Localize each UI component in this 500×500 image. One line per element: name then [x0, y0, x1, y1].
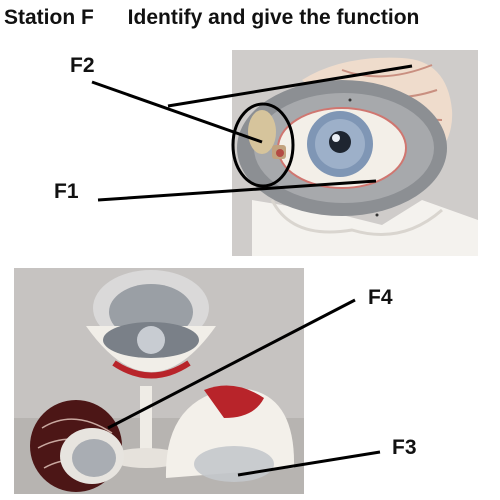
- page-header: Station F Identify and give the function: [4, 6, 500, 30]
- label-f2: F2: [70, 54, 95, 77]
- top-eye-photo: [232, 50, 478, 256]
- instruction-text: Identify and give the function: [127, 6, 420, 29]
- station-title: Station F: [4, 6, 94, 29]
- label-f3: F3: [392, 436, 417, 459]
- label-f4: F4: [368, 286, 393, 309]
- label-f1: F1: [54, 180, 79, 203]
- bottom-eye-photo: [14, 268, 304, 494]
